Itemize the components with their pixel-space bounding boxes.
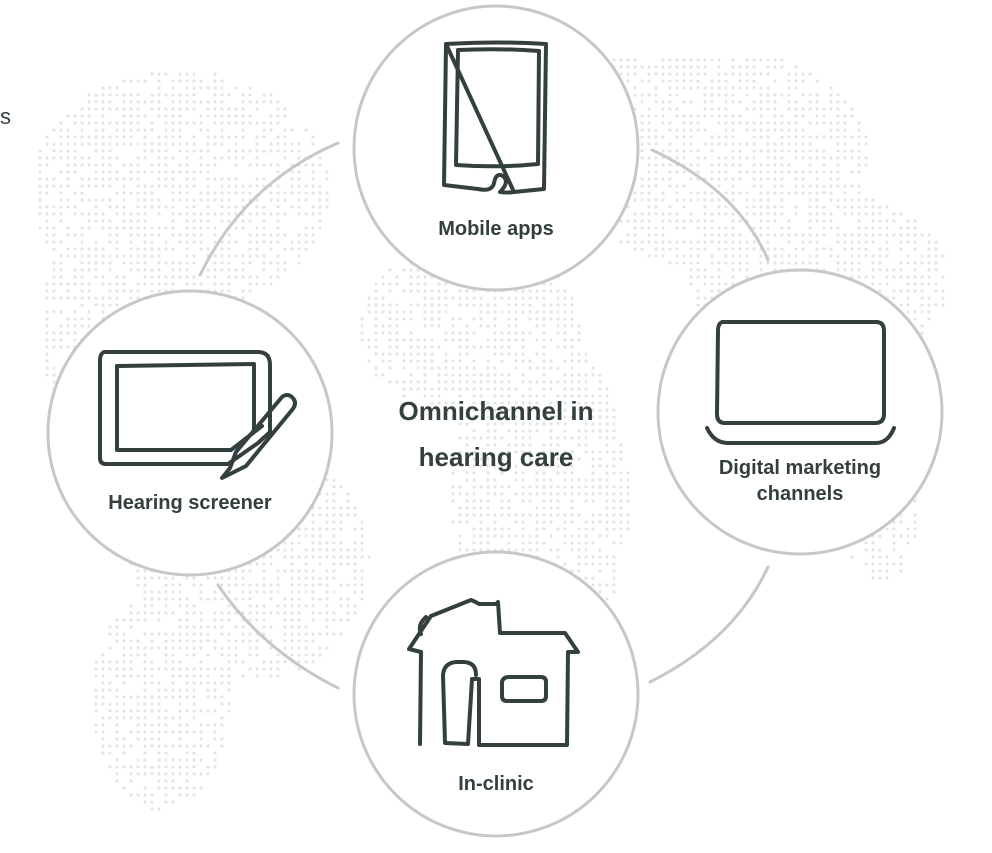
smartphone-icon [442,40,548,195]
edge-glyph-text: s [0,104,11,129]
laptop-icon [705,320,896,445]
node-circle-hearing-screener [46,289,334,577]
center-title-line-1: Omnichannel in [398,396,594,426]
house-icon [407,598,580,747]
node-label-mobile-apps: Mobile apps [438,218,554,240]
center-title-line-2: hearing care [418,442,574,472]
tablet-with-pen-icon [98,350,297,480]
connector-arc-top-left [198,141,340,277]
node-label-hearing-screener: Hearing screener [108,492,272,514]
connector-arc-top-right [650,148,770,262]
node-label-digital-marketing-line-2: channels [756,483,844,505]
node-label-in-clinic: In-clinic [458,773,534,795]
connector-arc-bottom-right [648,565,770,684]
center-title: Omnichannel in hearing care [346,388,646,480]
connector-arc-bottom-left [216,583,340,690]
node-label-digital-marketing: Digital marketing channels [680,455,920,507]
node-label-digital-marketing-line-1: Digital marketing [718,457,882,479]
node-circle-mobile-apps [352,4,640,292]
node-circle-digital-marketing [656,268,944,556]
